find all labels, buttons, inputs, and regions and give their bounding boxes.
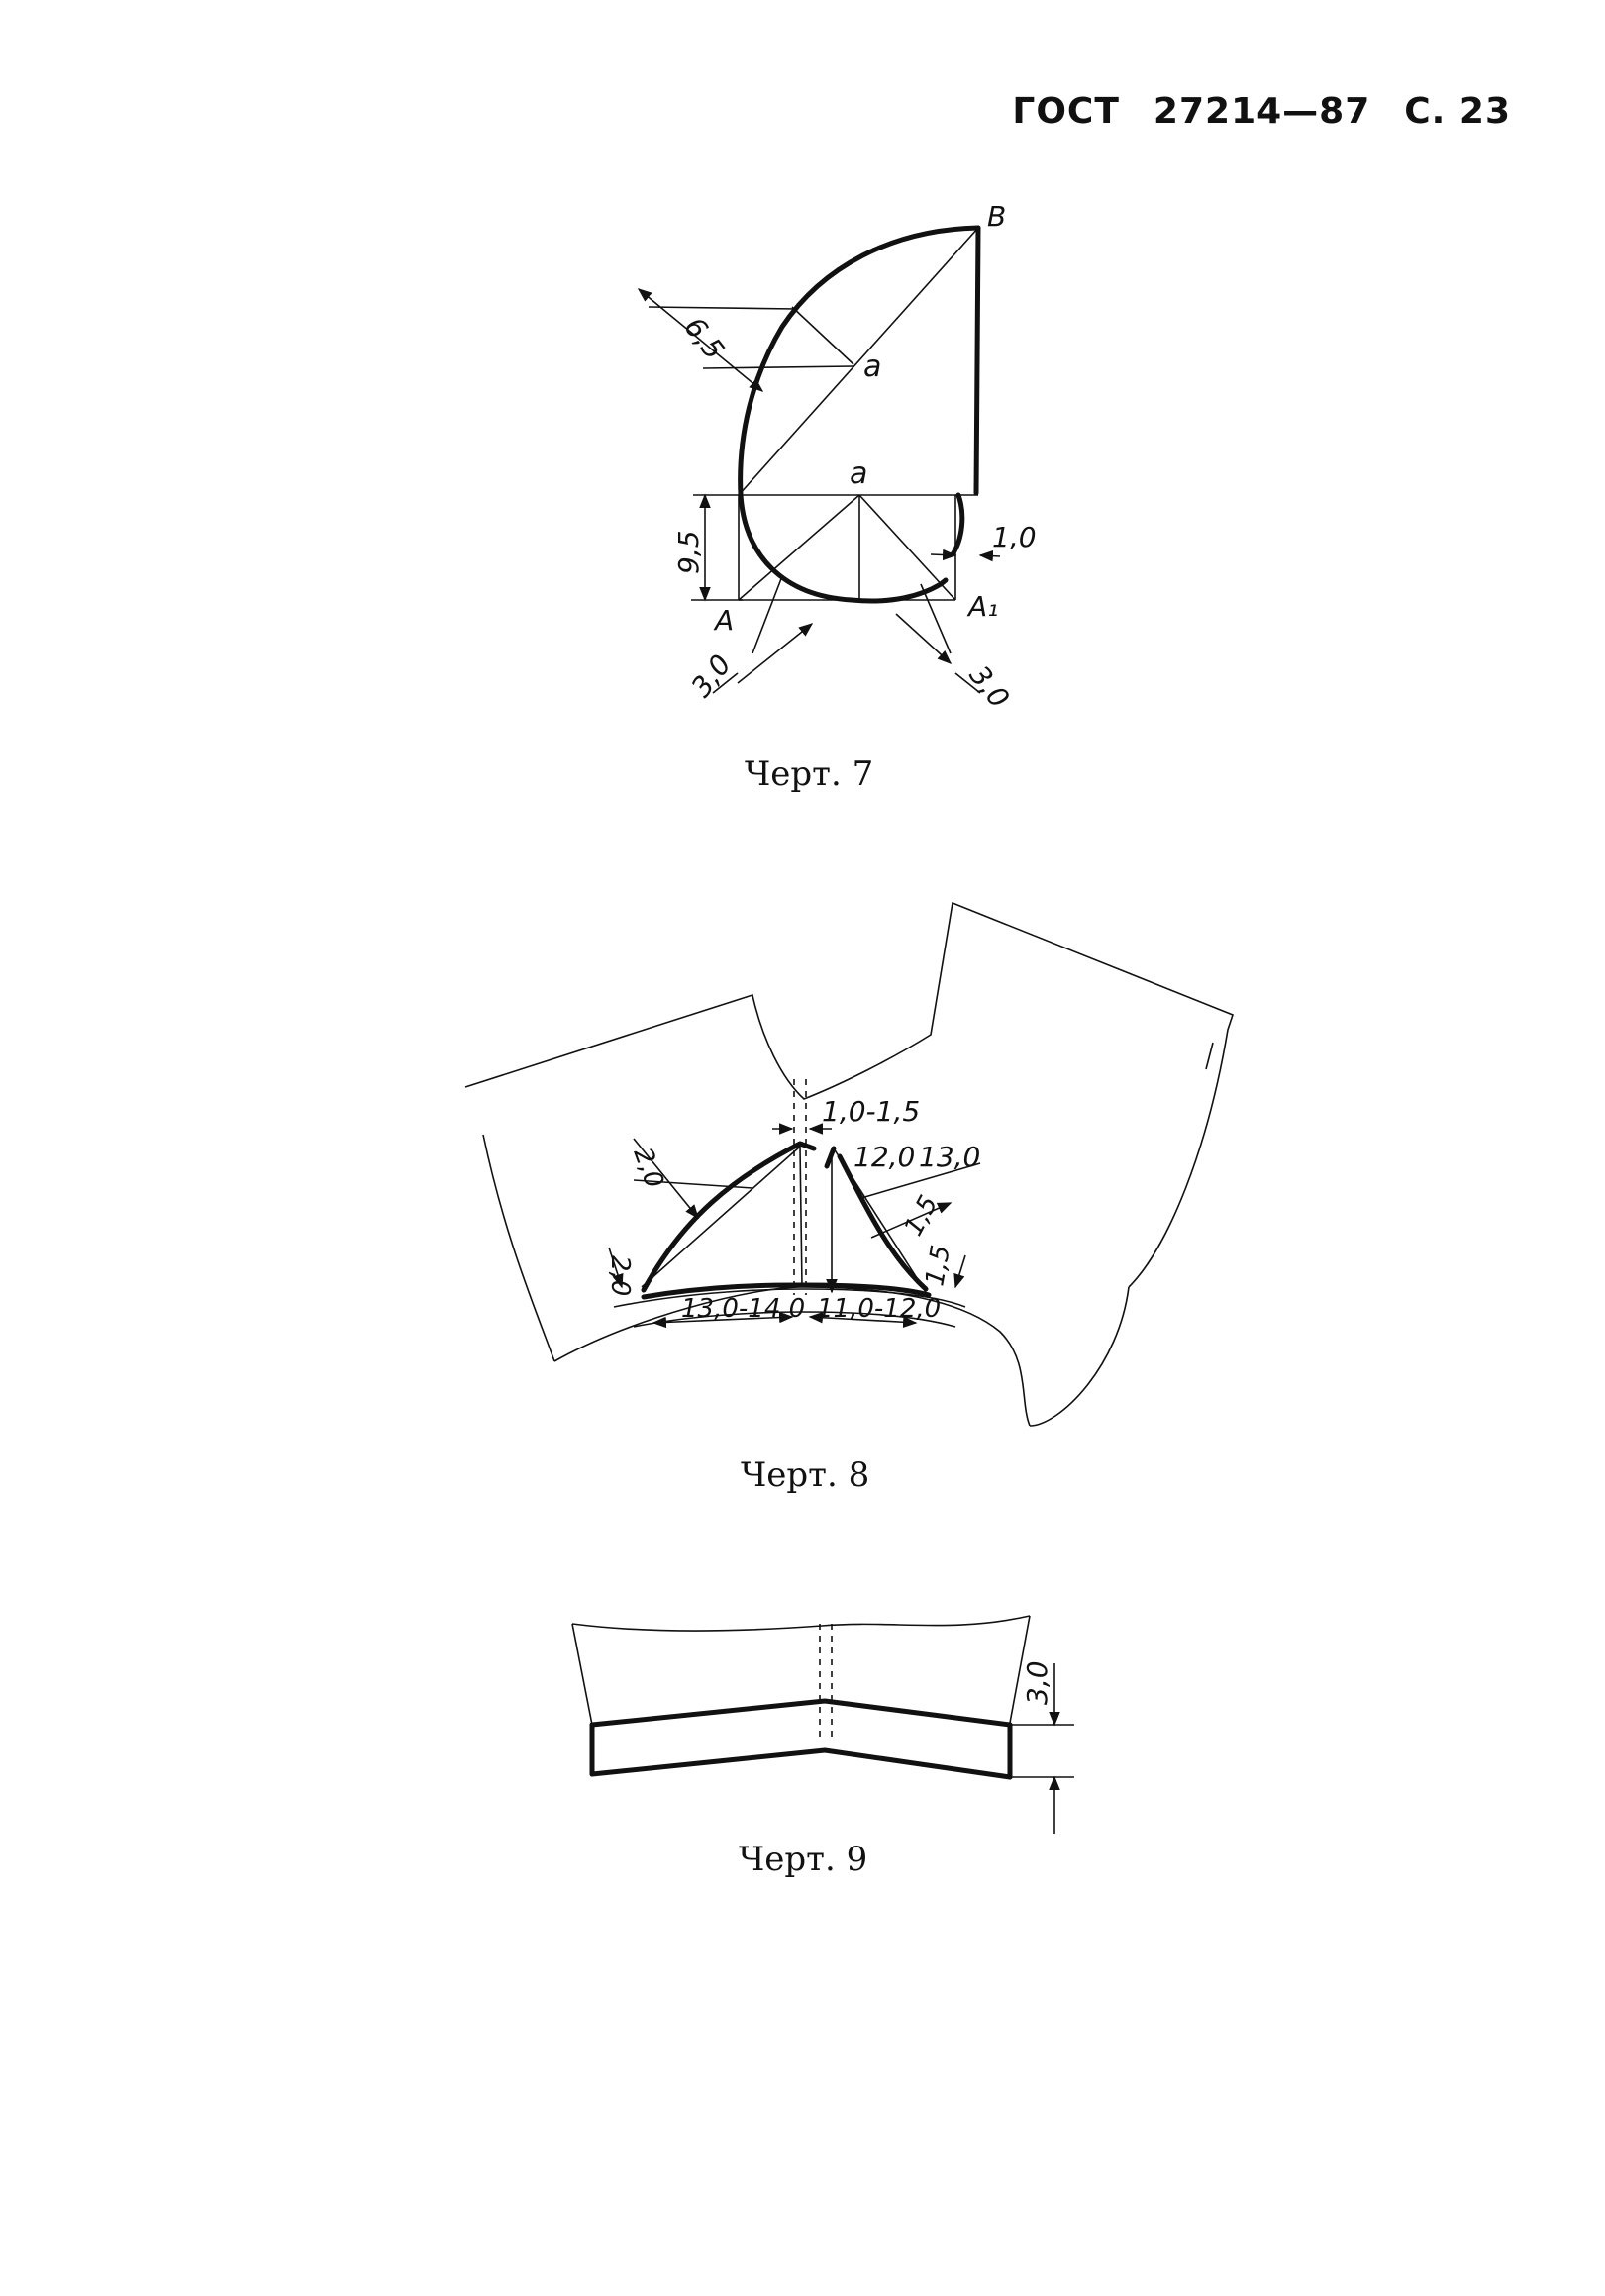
figure-9-caption: Черт. 9 bbox=[739, 1840, 868, 1879]
fig7-dim-9-5: 9,5 bbox=[672, 530, 705, 574]
page-number: С. 23 bbox=[1404, 91, 1511, 132]
fig8-outer-contour bbox=[464, 901, 1234, 1288]
fig7-dim-3-0-left: 3,0 bbox=[685, 649, 738, 703]
page-header: ГОСТ 27214—87 С. 23 bbox=[1012, 91, 1511, 132]
fig8-dim-2-upper: 2,0 bbox=[627, 1144, 668, 1192]
fig8-dim-2-lower: 2,0 bbox=[605, 1255, 635, 1296]
fig9-dim-3-0: 3,0 bbox=[1021, 1660, 1053, 1705]
figure-7-caption: Черт. 7 bbox=[745, 754, 874, 794]
fig8-dim-12: 12,0 bbox=[853, 1141, 915, 1173]
fig8-dim-top: 1,0-1,5 bbox=[822, 1095, 920, 1128]
fig9-band-top bbox=[589, 1698, 1013, 1728]
figure-8-caption: Черт. 8 bbox=[741, 1455, 870, 1495]
fig9-band-bottom bbox=[589, 1747, 1013, 1780]
fig7-dim-1-0: 1,0 bbox=[992, 521, 1037, 553]
fig8-dim-1-5-upper: 1,5 bbox=[899, 1191, 945, 1242]
fig8-bottom-arc bbox=[641, 1282, 932, 1300]
fig7-label-A: A bbox=[713, 604, 734, 637]
fig7-outline bbox=[738, 225, 981, 604]
fig7-dim-3-0-right: 3,0 bbox=[962, 659, 1015, 714]
figure-7-drawing: B a a A A₁ 6,5 9,5 1,0 3,0 3,0 bbox=[637, 200, 1037, 714]
fig7-label-a-upper: a bbox=[863, 349, 881, 384]
figure-9-drawing: 3,0 bbox=[571, 1615, 1074, 1834]
fig8-dim-right-width: 11,0-12,0 bbox=[817, 1294, 941, 1324]
figure-8-drawing: 1,0-1,5 12,0 13,0 2,0 2,0 1,5 1,5 13,0-1… bbox=[464, 901, 1234, 1427]
fig7-label-B: B bbox=[987, 200, 1006, 233]
fig7-right-edge bbox=[973, 225, 981, 496]
fig8-dim-left-width: 13,0-14,0 bbox=[681, 1294, 805, 1324]
fig7-label-A1: A₁ bbox=[966, 590, 998, 623]
fig8-dim-1-5-lower: 1,5 bbox=[920, 1243, 956, 1288]
fig8-left-dart bbox=[641, 1141, 817, 1293]
fig7-right-edge-lower bbox=[950, 492, 965, 557]
fig7-label-a-lower: a bbox=[850, 456, 867, 491]
standard-number: 27214—87 bbox=[1153, 91, 1371, 132]
fig8-dim-13: 13,0 bbox=[919, 1141, 980, 1173]
standard-label: ГОСТ bbox=[1012, 91, 1120, 132]
